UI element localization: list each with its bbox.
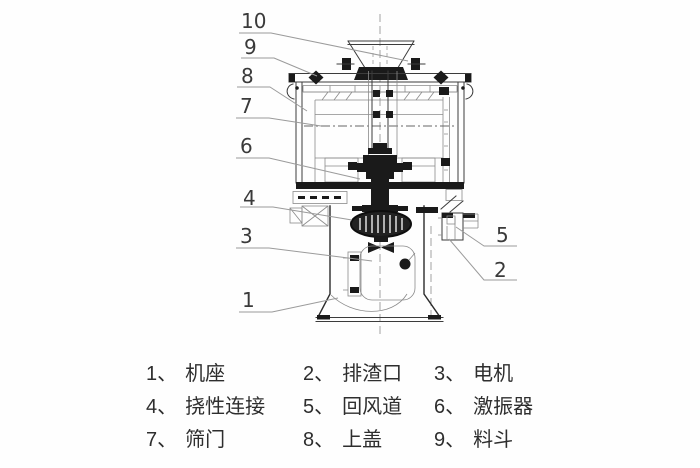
parts-legend: 1、机座 2、排渣口 3、电机 4、挠性连接 5、回风道 6、激振器 7、筛门 … — [146, 363, 533, 451]
legend-item-number: 3、 — [434, 363, 466, 385]
legend-item-number: 9、 — [434, 429, 466, 451]
callout-label-9: 9 — [244, 35, 257, 59]
legend-item-6: 6、激振器 — [434, 396, 533, 418]
legend-item-name: 回风道 — [342, 396, 403, 418]
legend-item-7: 7、筛门 — [146, 429, 303, 451]
callout-label-10: 10 — [241, 9, 266, 33]
legend-item-number: 8、 — [303, 429, 335, 451]
callout-label-3: 3 — [240, 224, 253, 248]
legend-item-2: 2、排渣口 — [303, 363, 434, 385]
callout-label-7: 7 — [240, 94, 253, 118]
flexible-connection — [350, 210, 412, 253]
legend-item-name: 料斗 — [473, 429, 514, 451]
callout-label-6: 6 — [240, 134, 253, 158]
legend-item-4: 4、挠性连接 — [146, 396, 303, 418]
callout-label-8: 8 — [241, 64, 254, 88]
return-air-duct — [439, 87, 450, 183]
legend-item-9: 9、料斗 — [434, 429, 533, 451]
vibrator — [348, 143, 412, 212]
legend-item-number: 4、 — [146, 396, 178, 418]
legend-item-1: 1、机座 — [146, 363, 303, 385]
legend-item-name: 激振器 — [473, 396, 534, 418]
legend-item-number: 5、 — [303, 396, 335, 418]
leader-lines — [236, 32, 517, 313]
legend-item-3: 3、电机 — [434, 363, 533, 385]
callout-labels: 10 9 8 7 6 4 3 1 5 2 — [240, 9, 509, 312]
legend-item-number: 2、 — [303, 363, 335, 385]
callout-label-4: 4 — [243, 186, 256, 210]
legend-item-name: 挠性连接 — [185, 396, 266, 418]
legend-item-name: 筛门 — [185, 429, 226, 451]
legend-item-number: 1、 — [146, 363, 178, 385]
callout-label-1: 1 — [242, 288, 255, 312]
legend-item-number: 6、 — [434, 396, 466, 418]
callout-label-2: 2 — [494, 258, 507, 282]
legend-item-name: 电机 — [473, 363, 514, 385]
hopper — [336, 40, 426, 80]
machine-base — [289, 205, 444, 322]
legend-item-name: 排渣口 — [342, 363, 403, 385]
slag-discharge-port — [438, 212, 479, 241]
legend-item-5: 5、回风道 — [303, 396, 434, 418]
legend-item-8: 8、上盖 — [303, 429, 434, 451]
motor — [330, 245, 416, 312]
legend-item-name: 机座 — [185, 363, 226, 385]
legend-item-name: 上盖 — [342, 429, 383, 451]
legend-item-number: 7、 — [146, 429, 178, 451]
callout-label-5: 5 — [496, 223, 509, 247]
